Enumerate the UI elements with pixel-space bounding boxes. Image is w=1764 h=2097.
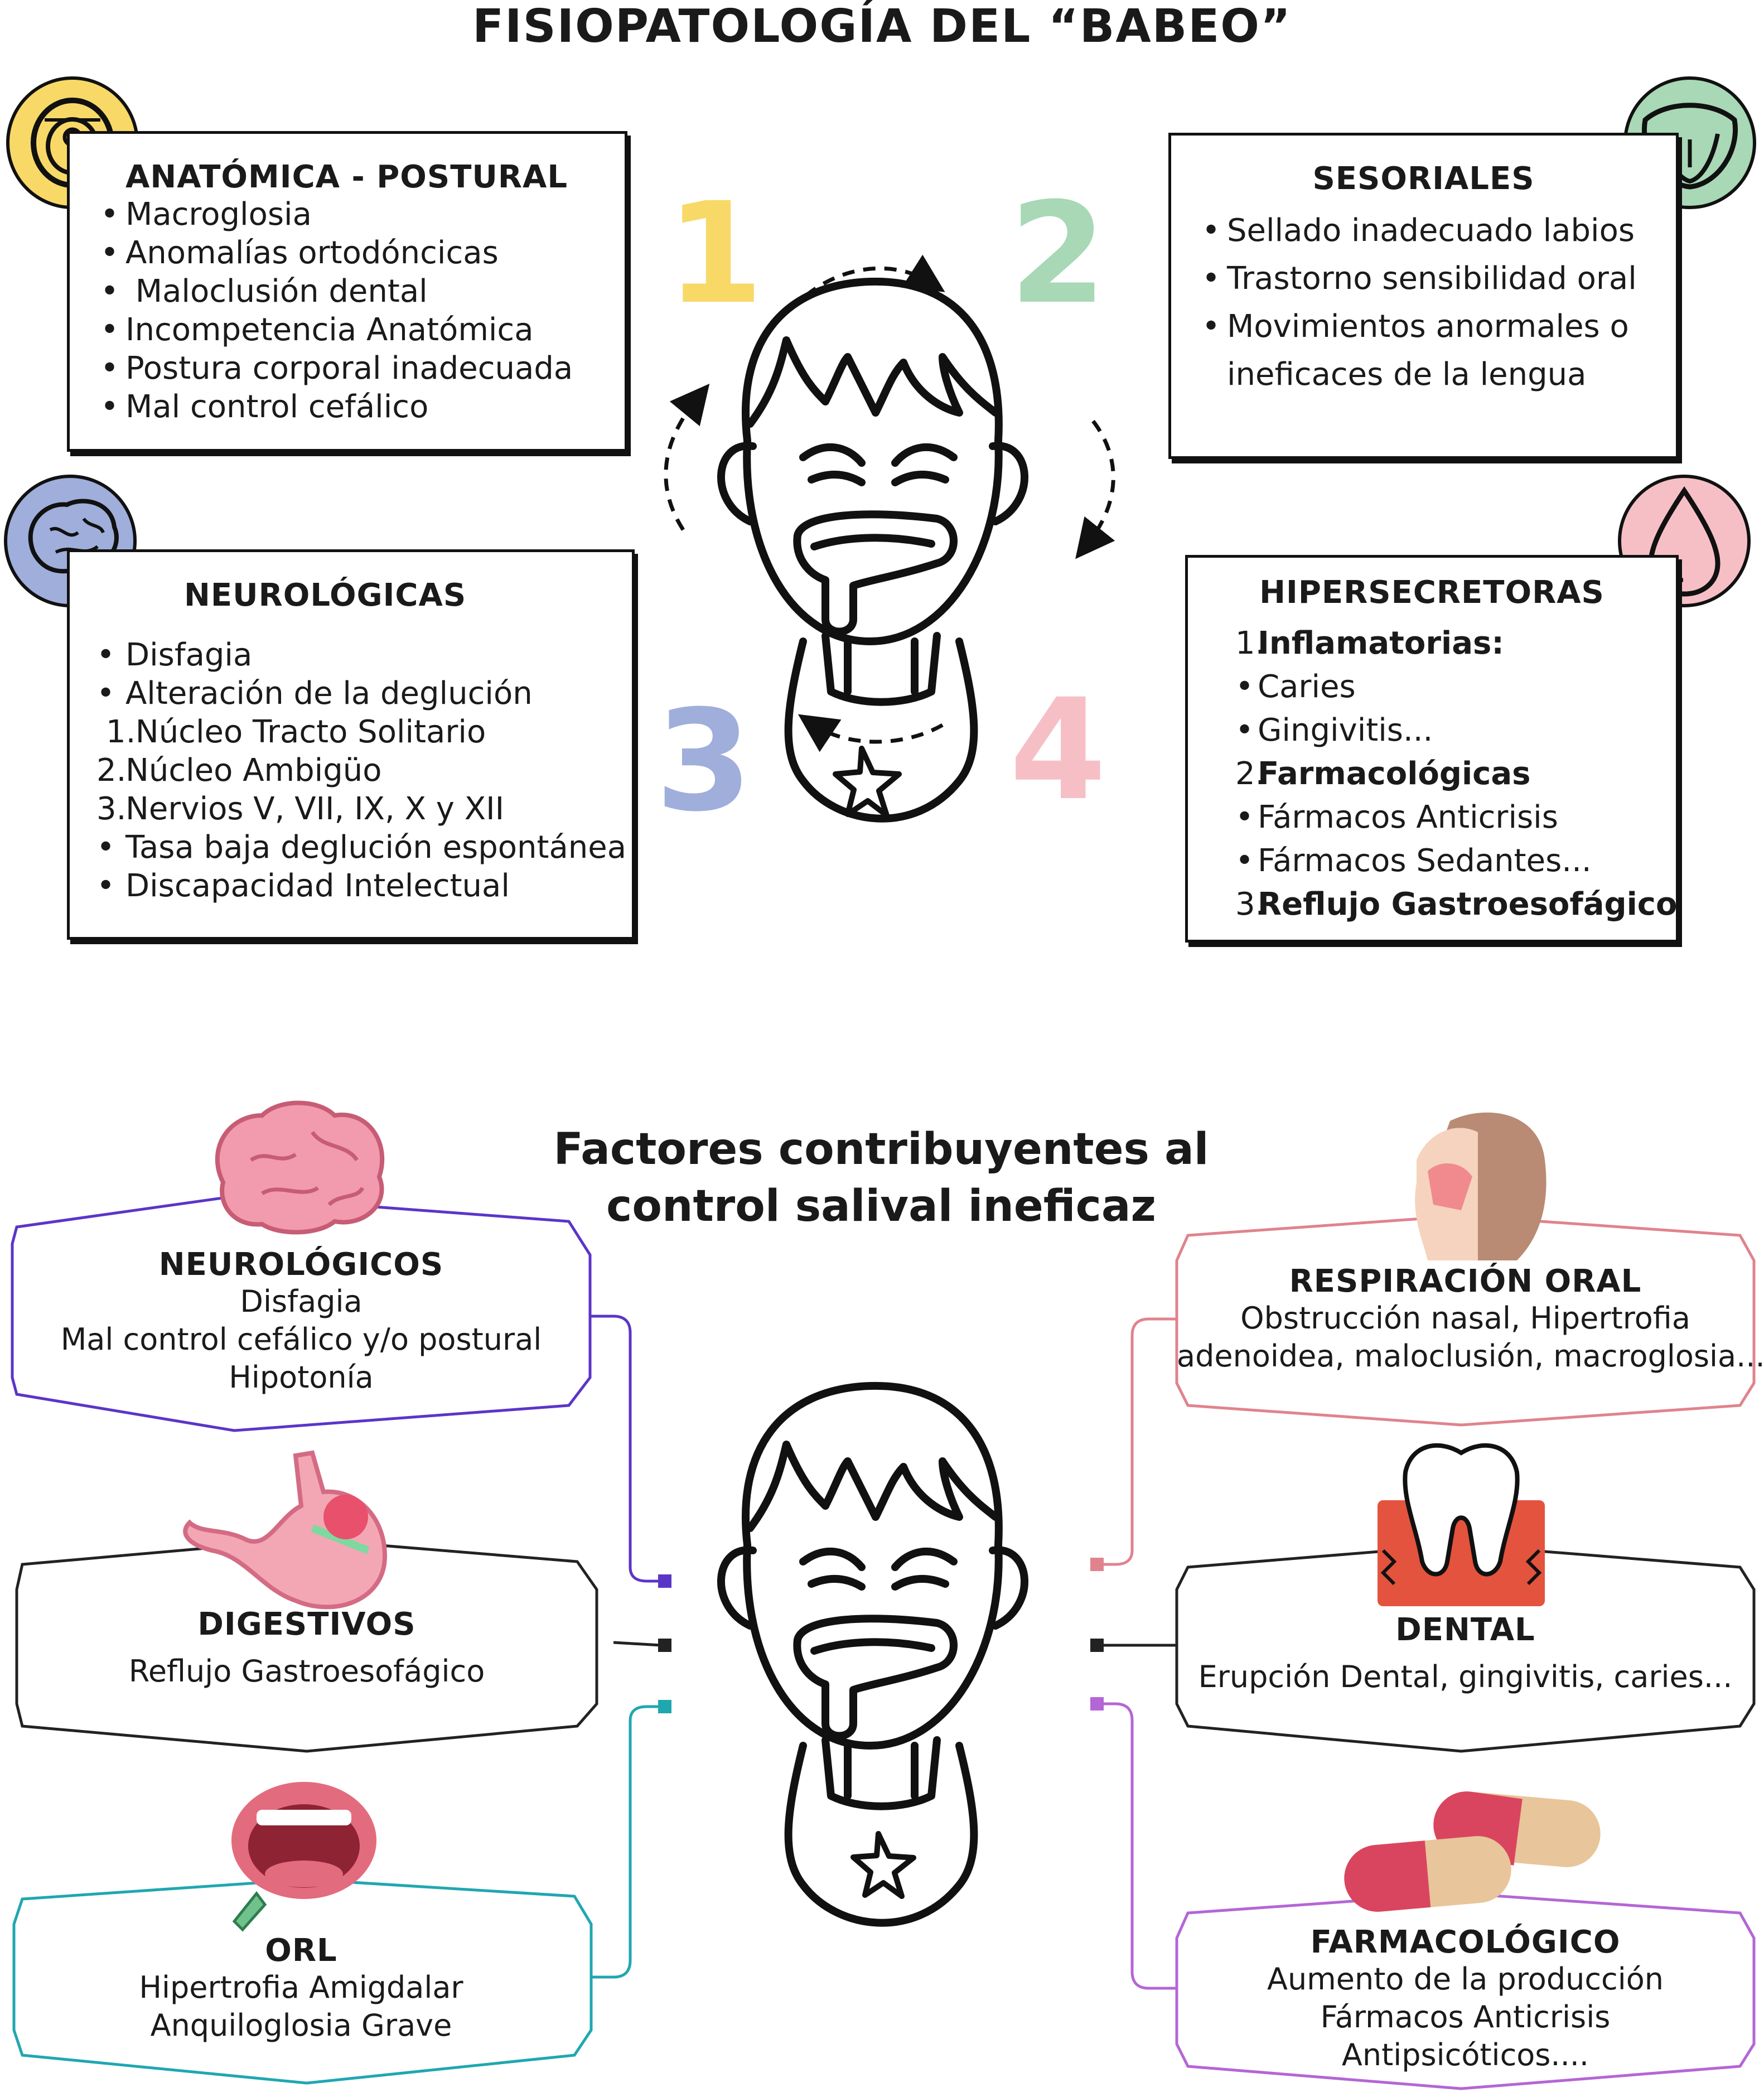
list-item: Maloclusión dental [70,272,625,311]
factor-line: Reflujo Gastroesofágico [128,1654,485,1689]
factor-line: Erupción Dental, gingivitis, caries... [1198,1659,1733,1694]
list-item: Macroglosia [70,195,625,234]
factor-title: NEUROLÓGICOS [158,1246,444,1283]
factor-title: DENTAL [1395,1612,1535,1648]
factor-line: Anquiloglosia Grave [150,2008,452,2043]
drooling-face-top [717,277,1029,823]
list-item: 3.Nervios V, VII, IX, X y XII [96,791,505,827]
list-item: •Tasa baja deglución espontánea [96,829,627,866]
list-item: Postura corporal inadecuada [70,349,625,388]
number-4: 4 [1009,669,1106,831]
list-item: •Fármacos Anticrisis [1235,799,1558,835]
list-item: Mal control cefálico [70,388,625,426]
box-sensoriales: SESORIALES Sellado inadecuado labios Tra… [1168,133,1679,459]
head-profile-icon [1415,1112,1546,1260]
section-subtitle: Factores contribuyentes al control saliv… [553,1124,1209,1231]
drooling-face-bottom [717,1381,1029,1927]
box-title: ANATÓMICA - POSTURAL [125,159,568,195]
main-title: FISIOPATOLOGÍA DEL “BABEO” [472,0,1292,53]
box-title: HIPERSECRETORAS [1259,574,1604,611]
factor-orl: ORL Hipertrofia Amigdalar Anquiloglosia … [17,1932,586,2045]
factor-line: Aumento de la producción [1267,1961,1664,1997]
box-title: NEUROLÓGICAS [184,577,467,613]
list-item: •Discapacidad Intelectual [96,868,510,904]
factor-respiracion-oral: RESPIRACIÓN ORAL Obstrucción nasal, Hipe… [1177,1263,1764,1375]
pills-icon [1344,1791,1601,1912]
hex-farmacologico [1175,1892,1756,2090]
list-item: •Disfagia [96,637,253,673]
connector-lines [590,1315,1177,1990]
hex-digestivos [15,1538,598,1753]
box-neurologicas: NEUROLÓGICAS •Disfagia •Alteración de la… [67,549,635,940]
list-item: •Gingivitis... [1235,712,1433,748]
list-item: •Caries [1235,669,1356,705]
list-item: 1.Inflamatorias: [1235,625,1504,661]
connector-nodes [658,1558,1104,1713]
box-title: SESORIALES [1312,161,1535,197]
tooth-gum-icon [1378,1443,1545,1606]
stomach-icon [183,1450,388,1610]
factor-title: RESPIRACIÓN ORAL [1289,1263,1642,1299]
factor-title: ORL [265,1932,337,1969]
box-anatomica-postural: ANATÓMICA - POSTURAL Macroglosia Anomalí… [67,131,627,452]
item-list: Sellado inadecuado labios Trastorno sens… [1171,207,1676,399]
list-item: Movimientos anormales o [1171,303,1676,351]
hex-orl [12,1878,593,2085]
list-item: •Alteración de la deglución [96,675,533,712]
factor-dental: DENTAL Erupción Dental, gingivitis, cari… [1177,1612,1754,1696]
open-mouth-icon [231,1782,376,1932]
list-item: 3.Reflujo Gastroesofágico [1235,886,1678,922]
factor-line: Antipsicóticos.... [1341,2037,1589,2072]
number-2: 2 [1009,172,1106,335]
factor-neurologicos: NEUROLÓGICOS Disfagia Mal control cefáli… [17,1246,586,1397]
list-item: Sellado inadecuado labios [1171,207,1676,255]
number-1: 1 [666,172,763,335]
factor-line: Mal control cefálico y/o postural [60,1322,542,1357]
number-3: 3 [655,680,752,842]
factor-line: adenoidea, maloclusión, macroglosia... [1177,1339,1764,1374]
list-item: 1. Núcleo Tracto Solitario [106,714,486,750]
item-list: •Disfagia •Alteración de la deglución 1.… [70,636,632,905]
factor-title: FARMACOLÓGICO [1310,1924,1621,1960]
factor-line: Fármacos Anticrisis [1320,1999,1611,2035]
pink-brain-icon [215,1100,385,1235]
factor-title: DIGESTIVOS [197,1606,416,1642]
factor-farmacologico: FARMACOLÓGICO Aumento de la producción F… [1177,1924,1754,2074]
item-list: Macroglosia Anomalías ortodóncicas Maloc… [70,195,625,426]
item-list: 1.Inflamatorias: •Caries •Gingivitis... … [1188,622,1678,926]
box-hipersecretoras: HIPERSECRETORAS 1.Inflamatorias: •Caries… [1185,555,1679,943]
list-item: Trastorno sensibilidad oral [1171,255,1676,303]
list-item: 2.Farmacológicas [1235,756,1531,792]
hex-respiracion [1175,1214,1756,1427]
list-item: ineficaces de la lengua [1227,356,1587,393]
hex-neurologicos [11,1195,592,1432]
list-item: •Fármacos Sedantes... [1235,843,1592,879]
cycle-arrows [664,254,1115,752]
factor-digestivos: DIGESTIVOS Reflujo Gastroesofágico [22,1606,591,1690]
factor-line: Obstrucción nasal, Hipertrofia [1240,1301,1690,1336]
factor-line: Disfagia [240,1284,363,1319]
factor-line: Hipertrofia Amigdalar [139,1970,463,2005]
list-item: 2.Núcleo Ambigüo [96,752,382,789]
list-item: Incompetencia Anatómica [70,311,625,349]
list-item: Anomalías ortodóncicas [70,234,625,272]
factor-line: Hipotonía [229,1360,374,1395]
hex-dental [1175,1543,1756,1753]
